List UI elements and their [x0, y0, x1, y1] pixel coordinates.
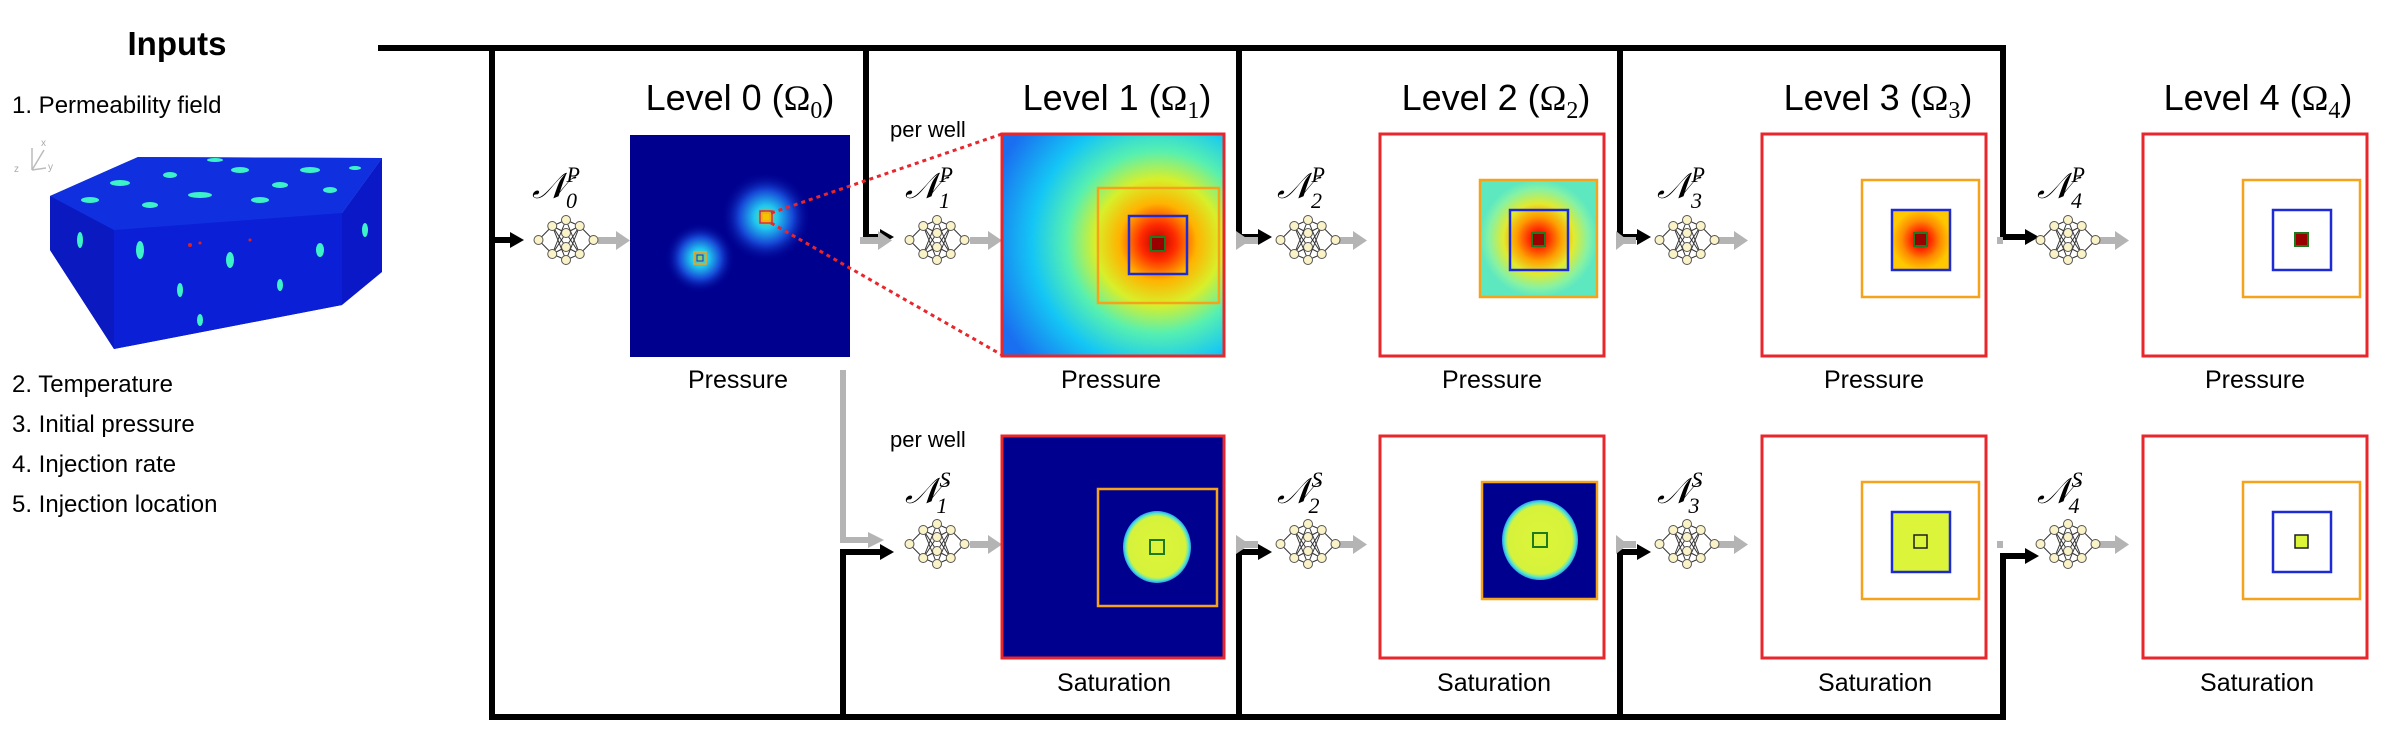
level-3-pressure-label: Pressure	[1824, 366, 1924, 394]
svg-text:𝒩S3: 𝒩S3	[1657, 467, 1703, 518]
level-2-pressure-map	[1378, 132, 1606, 358]
svg-text:𝒩P1: 𝒩P1	[905, 162, 953, 213]
level-2-title: Level 2 (Ω2)	[1402, 77, 1591, 124]
level-3-saturation-map	[1760, 434, 1988, 660]
svg-text:𝒩P3: 𝒩P3	[1657, 162, 1705, 213]
input-item-temperature: 2. Temperature	[12, 371, 173, 398]
level-1-title: Level 1 (Ω1)	[1023, 77, 1212, 124]
level-1-pressure-map	[1000, 132, 1226, 358]
connector-arrowheads	[510, 229, 2039, 564]
level-4-saturation-label: Saturation	[2200, 669, 2314, 697]
pressure-to-saturation-line	[840, 370, 868, 543]
input-item-permeability: 1. Permeability field	[12, 92, 221, 119]
level-0-title: Level 0 (Ω0)	[646, 77, 835, 124]
nn-saturation-2-icon	[1275, 519, 1341, 569]
gray-arrow-head	[868, 532, 884, 548]
level-1-pressure-label: Pressure	[1061, 366, 1161, 394]
nn-pressure-2-icon	[1275, 215, 1341, 265]
level-0-pressure-label: Pressure	[688, 366, 788, 394]
level-4-pressure-map	[2141, 132, 2369, 358]
level-3-pressure-map	[1760, 132, 1988, 358]
nn-pressure-0-icon	[533, 215, 599, 265]
inputs-title: Inputs	[128, 25, 227, 62]
level-4-saturation-map	[2141, 434, 2369, 660]
svg-text:Level 0 (Ω0): Level 0 (Ω0)	[646, 77, 835, 124]
level-2-saturation-label: Saturation	[1437, 669, 1551, 697]
level-2-pressure-label: Pressure	[1442, 366, 1542, 394]
svg-text:𝒩S4: 𝒩S4	[2037, 467, 2083, 518]
svg-text:Level 3 (Ω3): Level 3 (Ω3)	[1784, 77, 1973, 124]
level-1-saturation-label: Saturation	[1057, 669, 1171, 697]
axis-triad-icon	[31, 148, 47, 171]
level-0-pressure-map	[630, 135, 850, 357]
svg-text:𝒩S1: 𝒩S1	[905, 467, 951, 518]
level-2-saturation-map	[1378, 434, 1606, 660]
nn-pressure-3-icon	[1654, 215, 1720, 265]
level-1-saturation-map	[1000, 434, 1226, 660]
flow-arrows	[598, 231, 2129, 554]
nn-saturation-3-icon	[1654, 519, 1720, 569]
svg-text:𝒩P2: 𝒩P2	[1277, 162, 1325, 213]
axis-x-label: x	[41, 138, 46, 149]
axis-z-label: z	[14, 164, 19, 175]
per-well-saturation-annotation: per well	[890, 427, 966, 452]
nn-saturation-1-icon	[904, 519, 970, 569]
svg-text:Level 1 (Ω1): Level 1 (Ω1)	[1023, 77, 1212, 124]
per-well-pressure-annotation: per well	[890, 117, 966, 142]
level-3-title: Level 3 (Ω3)	[1784, 77, 1973, 124]
svg-text:Level 2 (Ω2): Level 2 (Ω2)	[1402, 77, 1591, 124]
nn-saturation-4-icon	[2035, 519, 2101, 569]
axis-y-label: y	[48, 162, 53, 173]
svg-text:𝒩P4: 𝒩P4	[2037, 162, 2085, 213]
level-4-pressure-label: Pressure	[2205, 366, 2305, 394]
svg-text:𝒩S2: 𝒩S2	[1277, 467, 1323, 518]
nn-pressure-1-icon	[904, 215, 970, 265]
zoom-lines	[770, 132, 1003, 357]
input-item-injection-location: 5. Injection location	[12, 491, 217, 518]
permeability-field-image	[50, 157, 382, 349]
level-4-title: Level 4 (Ω4)	[2164, 77, 2353, 124]
input-item-initial-pressure: 3. Initial pressure	[12, 411, 195, 438]
svg-text:𝒩P0: 𝒩P0	[532, 162, 580, 213]
input-item-injection-rate: 4. Injection rate	[12, 451, 176, 478]
svg-text:Level 4 (Ω4): Level 4 (Ω4)	[2164, 77, 2353, 124]
nn-pressure-4-icon	[2035, 215, 2101, 265]
level-3-saturation-label: Saturation	[1818, 669, 1932, 697]
